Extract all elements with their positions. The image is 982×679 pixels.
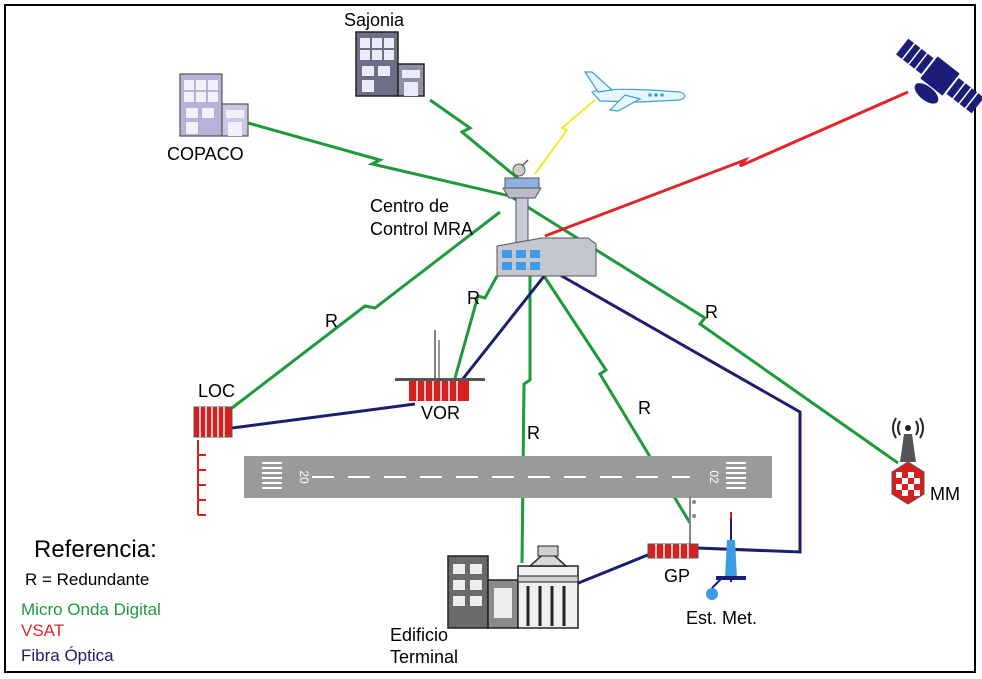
legend-title: Referencia: xyxy=(34,536,157,563)
node-label-mm: MM xyxy=(930,484,960,504)
radio-tower-icon xyxy=(891,417,925,505)
weather-station-icon xyxy=(706,512,746,600)
link-sajonia-tower xyxy=(429,98,521,182)
office-building-icon xyxy=(355,31,425,97)
node-label-edificio-2: Terminal xyxy=(390,647,459,667)
link-label-r-gp: R xyxy=(638,398,651,418)
link-label-r-loc: R xyxy=(325,311,338,331)
glide-path-icon xyxy=(647,496,699,559)
link-tower-terminal xyxy=(520,276,532,564)
diagram-frame xyxy=(4,4,976,673)
antenna-array-icon xyxy=(193,406,233,438)
node-label-edificio-1: Edificio xyxy=(390,625,449,645)
node-label-loc: LOC xyxy=(198,381,236,401)
runway-number-left: 20 xyxy=(297,470,311,484)
legend-redundante: R = Redundante xyxy=(25,570,150,589)
link-tower-mm xyxy=(509,194,899,465)
airplane-icon xyxy=(583,71,686,112)
terminal-building-icon xyxy=(447,545,579,629)
vor-antenna-icon xyxy=(395,330,485,401)
node-label-est-met: Est. Met. xyxy=(686,608,758,628)
fiber-links xyxy=(231,273,802,586)
satellite-icon xyxy=(896,38,982,114)
node-label-gp: GP xyxy=(664,566,691,586)
link-tower-gp xyxy=(542,275,692,524)
link-copaco-tower xyxy=(247,121,511,198)
fiber-tower-gp xyxy=(559,273,802,554)
node-label-vor: VOR xyxy=(421,403,461,423)
link-label-r-vor: R xyxy=(467,288,480,308)
node-label-copaco: COPACO xyxy=(167,144,244,164)
link-label-r-terminal: R xyxy=(527,423,540,443)
node-label-centro-2: Control MRA xyxy=(370,219,474,239)
fiber-vor-tower xyxy=(460,274,547,381)
node-label-sajonia: Sajonia xyxy=(344,10,405,30)
fiber-loc-vor xyxy=(231,402,416,430)
vsat-link xyxy=(544,90,909,238)
approach-lights xyxy=(197,440,206,516)
office-building-icon xyxy=(179,73,249,137)
runway: 20 02 xyxy=(244,456,772,498)
satellite-link-yellow xyxy=(534,99,596,175)
legend-fiber: Fibra Óptica xyxy=(21,646,114,665)
fiber-terminal-gp xyxy=(575,550,656,586)
control-center-building-icon xyxy=(496,237,597,277)
runway-number-right: 02 xyxy=(707,470,721,484)
link-tower-vor xyxy=(453,275,499,379)
link-label-r-mm: R xyxy=(705,302,718,322)
legend-microwave: Micro Onda Digital xyxy=(21,600,161,619)
link-tower-loc xyxy=(231,210,501,410)
node-label-centro-1: Centro de xyxy=(370,196,450,216)
legend-vsat: VSAT xyxy=(21,621,65,640)
